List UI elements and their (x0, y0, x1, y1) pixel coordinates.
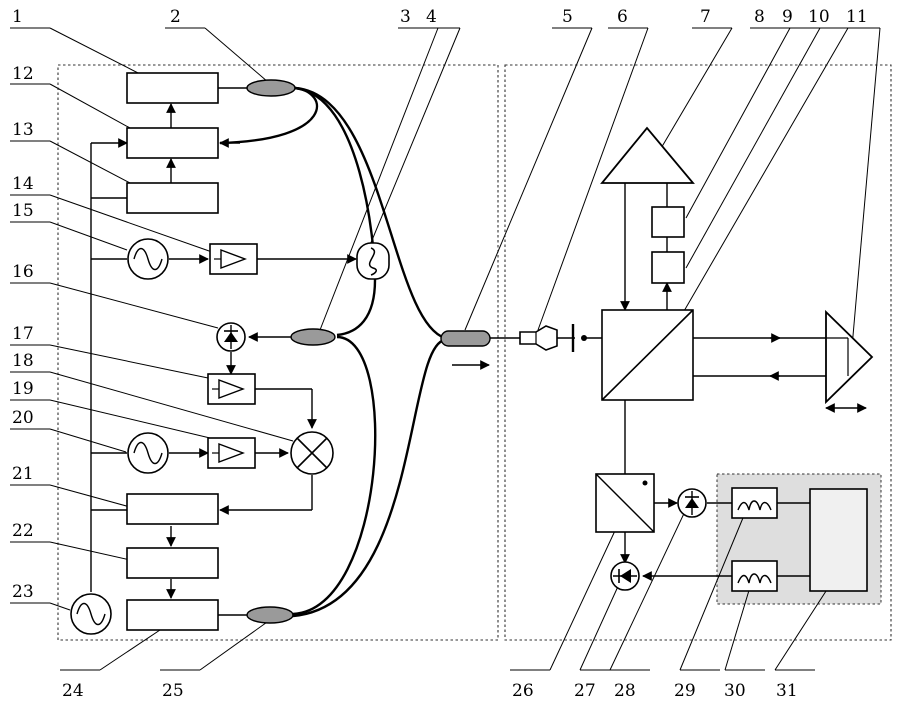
block-22 (127, 548, 218, 578)
polarizer-icon (573, 324, 587, 352)
callout-27: 27 (574, 681, 596, 701)
photodetector-icon (611, 562, 639, 590)
block-1 (127, 73, 218, 103)
callout-3: 3 (400, 7, 411, 27)
block-9 (652, 252, 684, 283)
lens-6-icon (520, 326, 557, 350)
photodetector-icon (217, 323, 245, 351)
bandpass-filter-icon (732, 488, 777, 518)
block-13 (127, 183, 218, 213)
block-8 (652, 207, 684, 237)
processor-block-31 (810, 489, 867, 591)
callout-9: 9 (782, 7, 793, 27)
callout-29: 29 (674, 681, 696, 701)
block-12 (127, 128, 218, 158)
photodetector-icon (678, 489, 706, 517)
callout-25: 25 (162, 681, 184, 701)
callout-16: 16 (12, 262, 34, 282)
amplifier-icon (208, 438, 255, 468)
callout-31: 31 (776, 681, 798, 701)
callout-8: 8 (754, 7, 765, 27)
callout-2: 2 (170, 7, 181, 27)
amplifier-icon (210, 244, 257, 274)
fiber-collimator-5 (441, 331, 490, 346)
callout-12: 12 (12, 64, 34, 84)
callout-21: 21 (12, 464, 34, 484)
callout-18: 18 (12, 351, 34, 371)
sine-generator-icon (128, 239, 168, 279)
sine-generator-icon (128, 433, 168, 473)
callout-23: 23 (12, 582, 34, 602)
bandpass-filter-icon (732, 561, 777, 591)
beam-splitter-cube (602, 310, 693, 400)
callout-5: 5 (562, 7, 573, 27)
callout-7: 7 (700, 7, 711, 27)
callout-15: 15 (12, 201, 34, 221)
callout-4: 4 (426, 7, 437, 27)
electronic-blocks (127, 73, 218, 630)
callout-6: 6 (617, 7, 628, 27)
callout-28: 28 (614, 681, 636, 701)
phase-modulator-icon (357, 243, 389, 279)
coupler-25 (247, 607, 293, 623)
callout-22: 22 (12, 521, 34, 541)
block-24 (127, 600, 218, 630)
mixer-icon (291, 432, 333, 474)
polarizing-beam-splitter-26 (596, 474, 654, 532)
callout-10: 10 (808, 7, 830, 27)
callout-17: 17 (12, 324, 34, 344)
callout-14: 14 (12, 174, 34, 194)
callout-26: 26 (512, 681, 534, 701)
reflector-11 (826, 312, 872, 402)
callout-24: 24 (62, 681, 84, 701)
callout-1: 1 (12, 7, 23, 27)
amplifier-icon (208, 374, 255, 404)
coupler-2 (247, 80, 295, 96)
block-21 (127, 494, 218, 524)
sine-generator-icon (71, 594, 111, 634)
callout-19: 19 (12, 379, 34, 399)
coupler-3 (291, 329, 335, 345)
callout-20: 20 (12, 408, 34, 428)
callout-11: 11 (846, 7, 868, 27)
callout-13: 13 (12, 120, 34, 140)
prism-7 (602, 128, 693, 183)
optical-fibers (220, 88, 445, 616)
callout-30: 30 (724, 681, 746, 701)
